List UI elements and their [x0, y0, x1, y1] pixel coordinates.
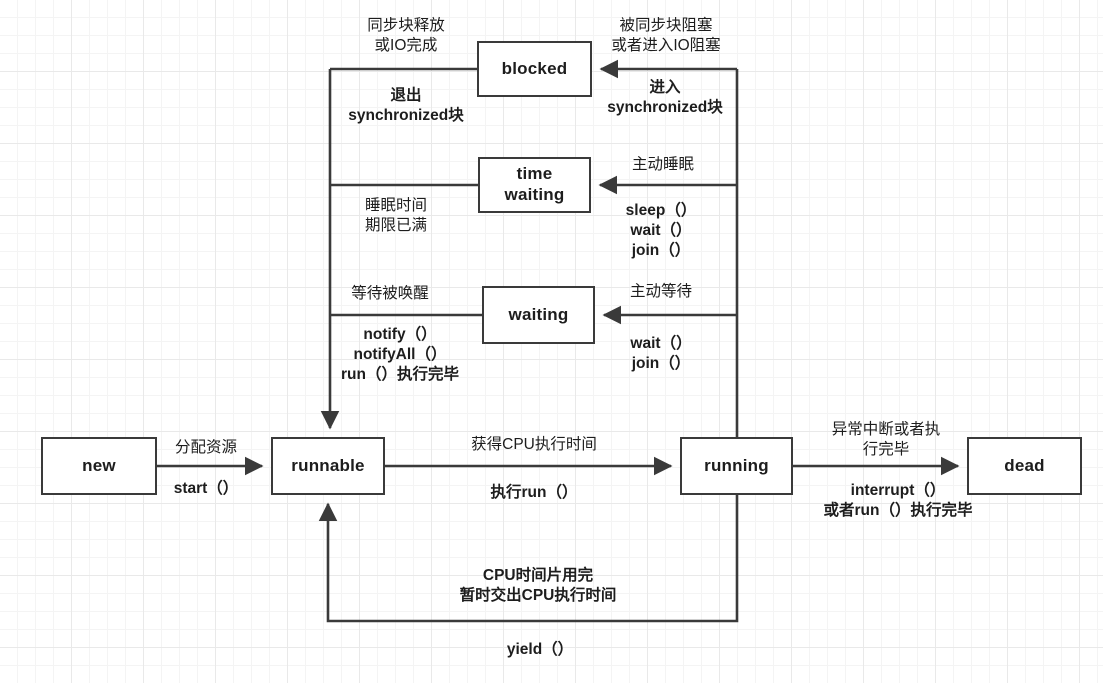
- node-dead[interactable]: dead: [967, 437, 1082, 495]
- label-running-to-dead-top: 异常中断或者执 行完毕: [831, 421, 941, 459]
- label-time-waiting-in-bottom: sleep（） wait（） join（）: [625, 202, 697, 260]
- label-runnable-to-running-top: 获得CPU执行时间: [471, 436, 597, 453]
- node-time-waiting-label: time waiting: [504, 164, 565, 204]
- label-running-to-dead-bottom: interrupt（） 或者run（）执行完毕: [823, 482, 973, 520]
- label-yield-bottom: yield（）: [506, 641, 574, 658]
- node-waiting[interactable]: waiting: [482, 286, 595, 344]
- label-waiting-in-bottom: wait（） join（）: [630, 335, 692, 373]
- node-time-waiting[interactable]: time waiting: [478, 157, 591, 213]
- label-new-to-runnable-bottom: start（）: [173, 480, 239, 497]
- label-yield-top: CPU时间片用完 暂时交出CPU执行时间: [459, 567, 617, 605]
- node-new-label: new: [82, 455, 116, 475]
- node-running[interactable]: running: [680, 437, 793, 495]
- node-new[interactable]: new: [41, 437, 157, 495]
- label-blocked-out-top: 同步块释放 或IO完成: [367, 17, 445, 55]
- edge-yield-loop: [318, 495, 739, 623]
- node-blocked[interactable]: blocked: [477, 41, 592, 97]
- label-waiting-out-bottom: notify（） notifyAll（） run（）执行完毕: [341, 326, 459, 384]
- node-dead-label: dead: [1004, 455, 1045, 475]
- label-waiting-in-top: 主动等待: [629, 283, 693, 300]
- label-blocked-in-top: 被同步块阻塞 或者进入IO阻塞: [611, 17, 721, 55]
- node-runnable-label: runnable: [291, 455, 365, 475]
- node-blocked-label: blocked: [501, 58, 568, 78]
- label-time-waiting-in-top: 主动睡眠: [631, 156, 695, 173]
- label-time-waiting-out-top: 睡眠时间 期限已满: [364, 197, 428, 235]
- label-waiting-out-top: 等待被唤醒: [351, 285, 429, 302]
- label-runnable-to-running-bottom: 执行run（）: [490, 484, 578, 501]
- label-blocked-out-bottom: 退出 synchronized块: [348, 87, 464, 125]
- label-blocked-in-bottom: 进入 synchronized块: [607, 79, 723, 117]
- node-runnable[interactable]: runnable: [271, 437, 385, 495]
- node-waiting-label: waiting: [508, 304, 569, 324]
- label-new-to-runnable-top: 分配资源: [174, 439, 238, 456]
- node-running-label: running: [704, 455, 769, 475]
